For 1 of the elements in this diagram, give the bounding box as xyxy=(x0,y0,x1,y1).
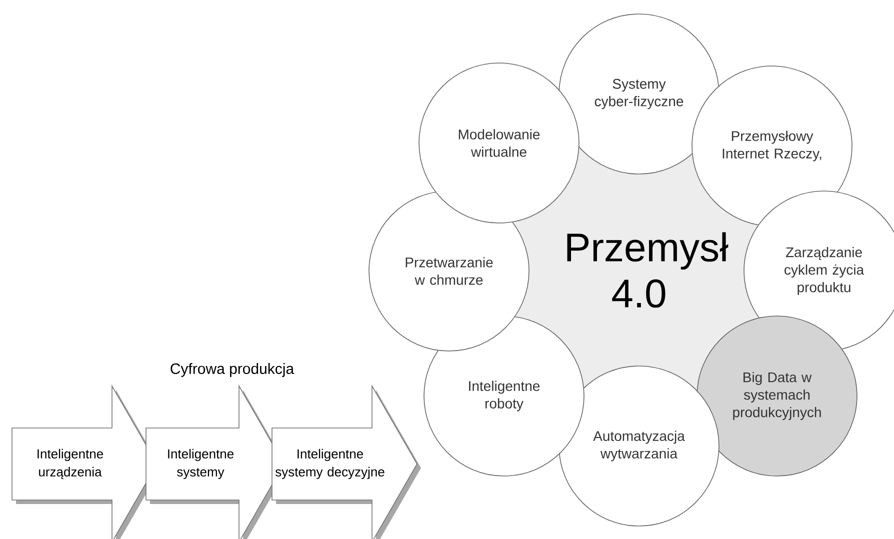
heading: Cyfrowa produkcja xyxy=(170,363,294,377)
